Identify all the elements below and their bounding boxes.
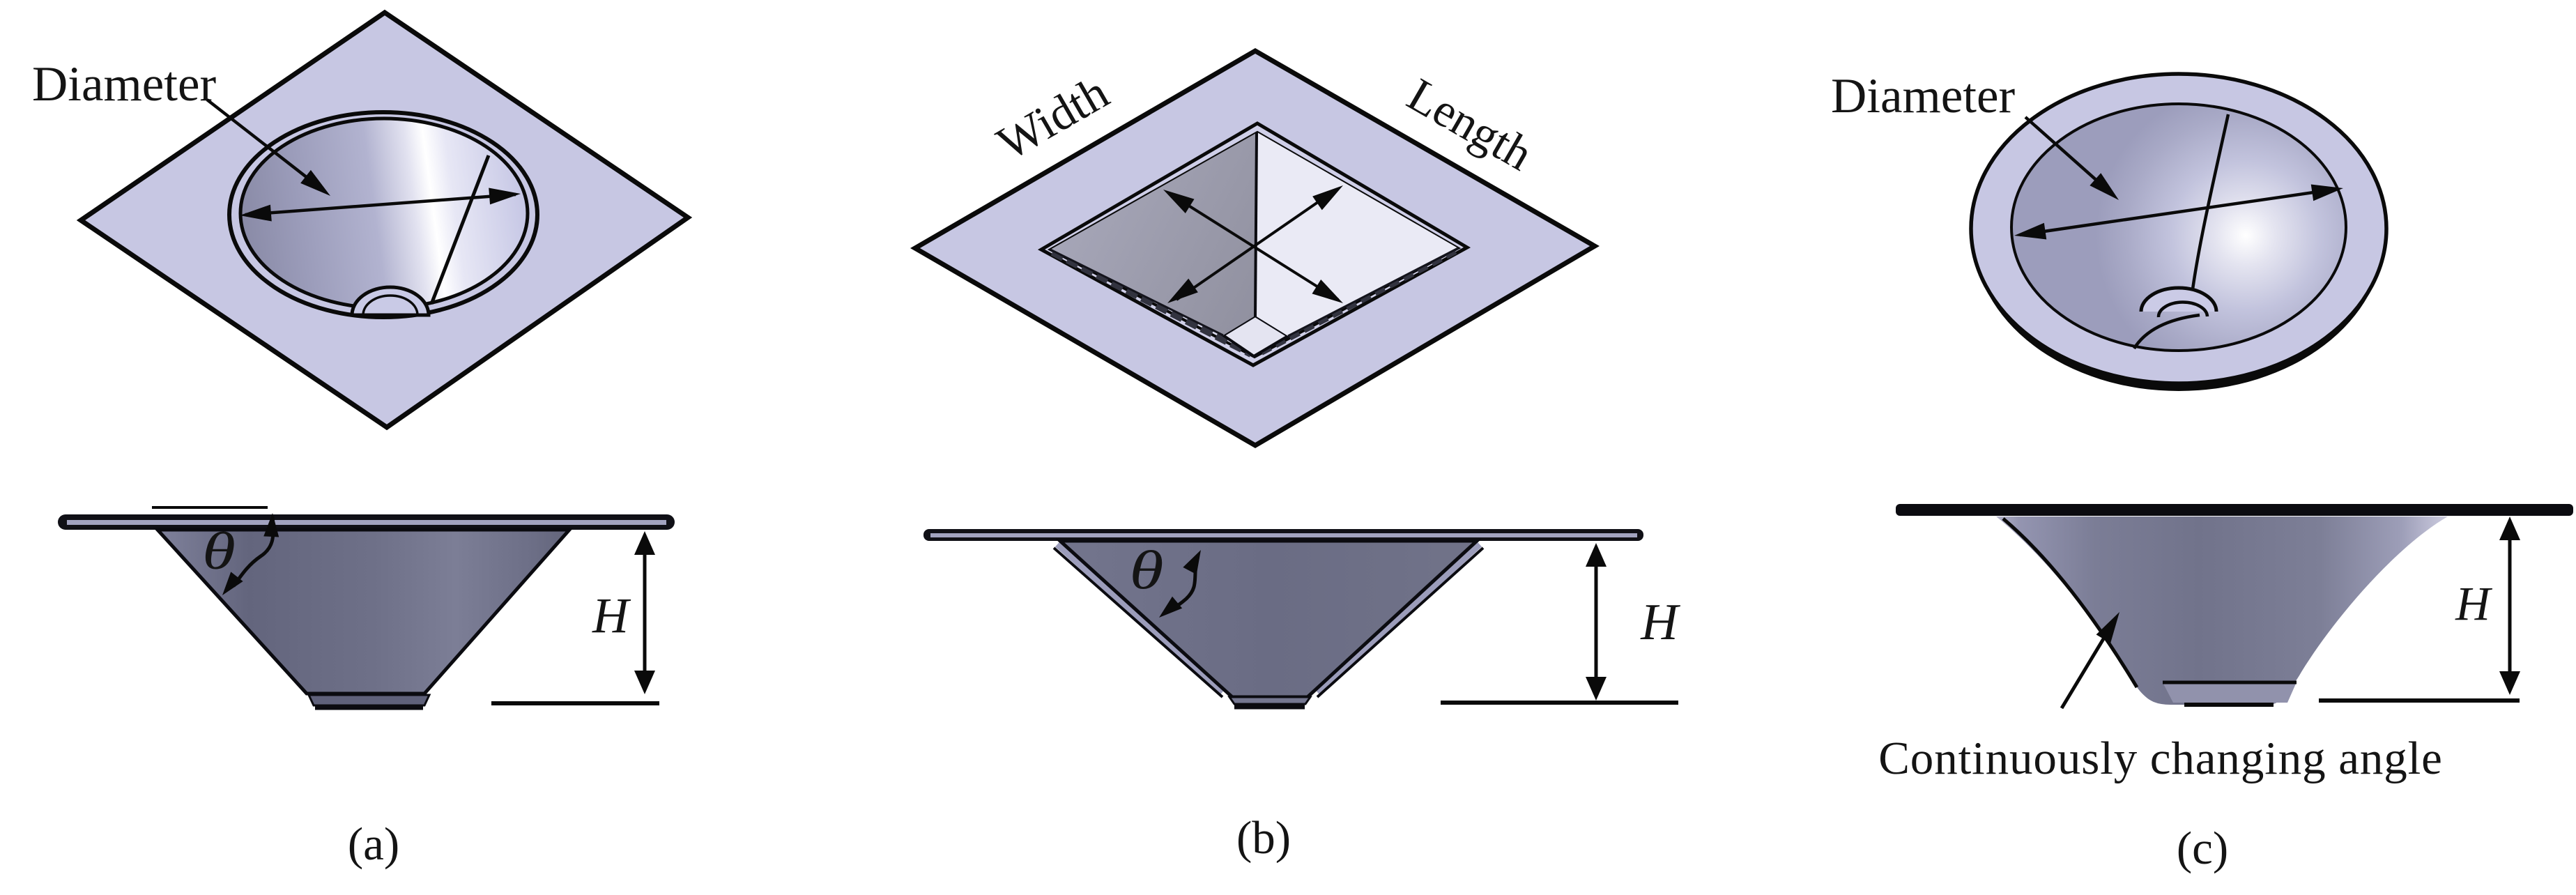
svg-text:Diameter: Diameter bbox=[32, 57, 216, 112]
svg-text:(c): (c) bbox=[2177, 823, 2228, 874]
svg-text:θ: θ bbox=[202, 521, 236, 580]
svg-text:H: H bbox=[2455, 577, 2492, 630]
svg-text:(a): (a) bbox=[348, 818, 399, 870]
svg-text:H: H bbox=[592, 588, 631, 643]
svg-text:Continuously changing angle: Continuously changing angle bbox=[1878, 733, 2443, 784]
svg-text:H: H bbox=[1640, 594, 1680, 651]
svg-text:Diameter: Diameter bbox=[1831, 69, 2015, 123]
svg-text:(b): (b) bbox=[1236, 812, 1291, 864]
svg-text:θ: θ bbox=[1129, 540, 1163, 600]
